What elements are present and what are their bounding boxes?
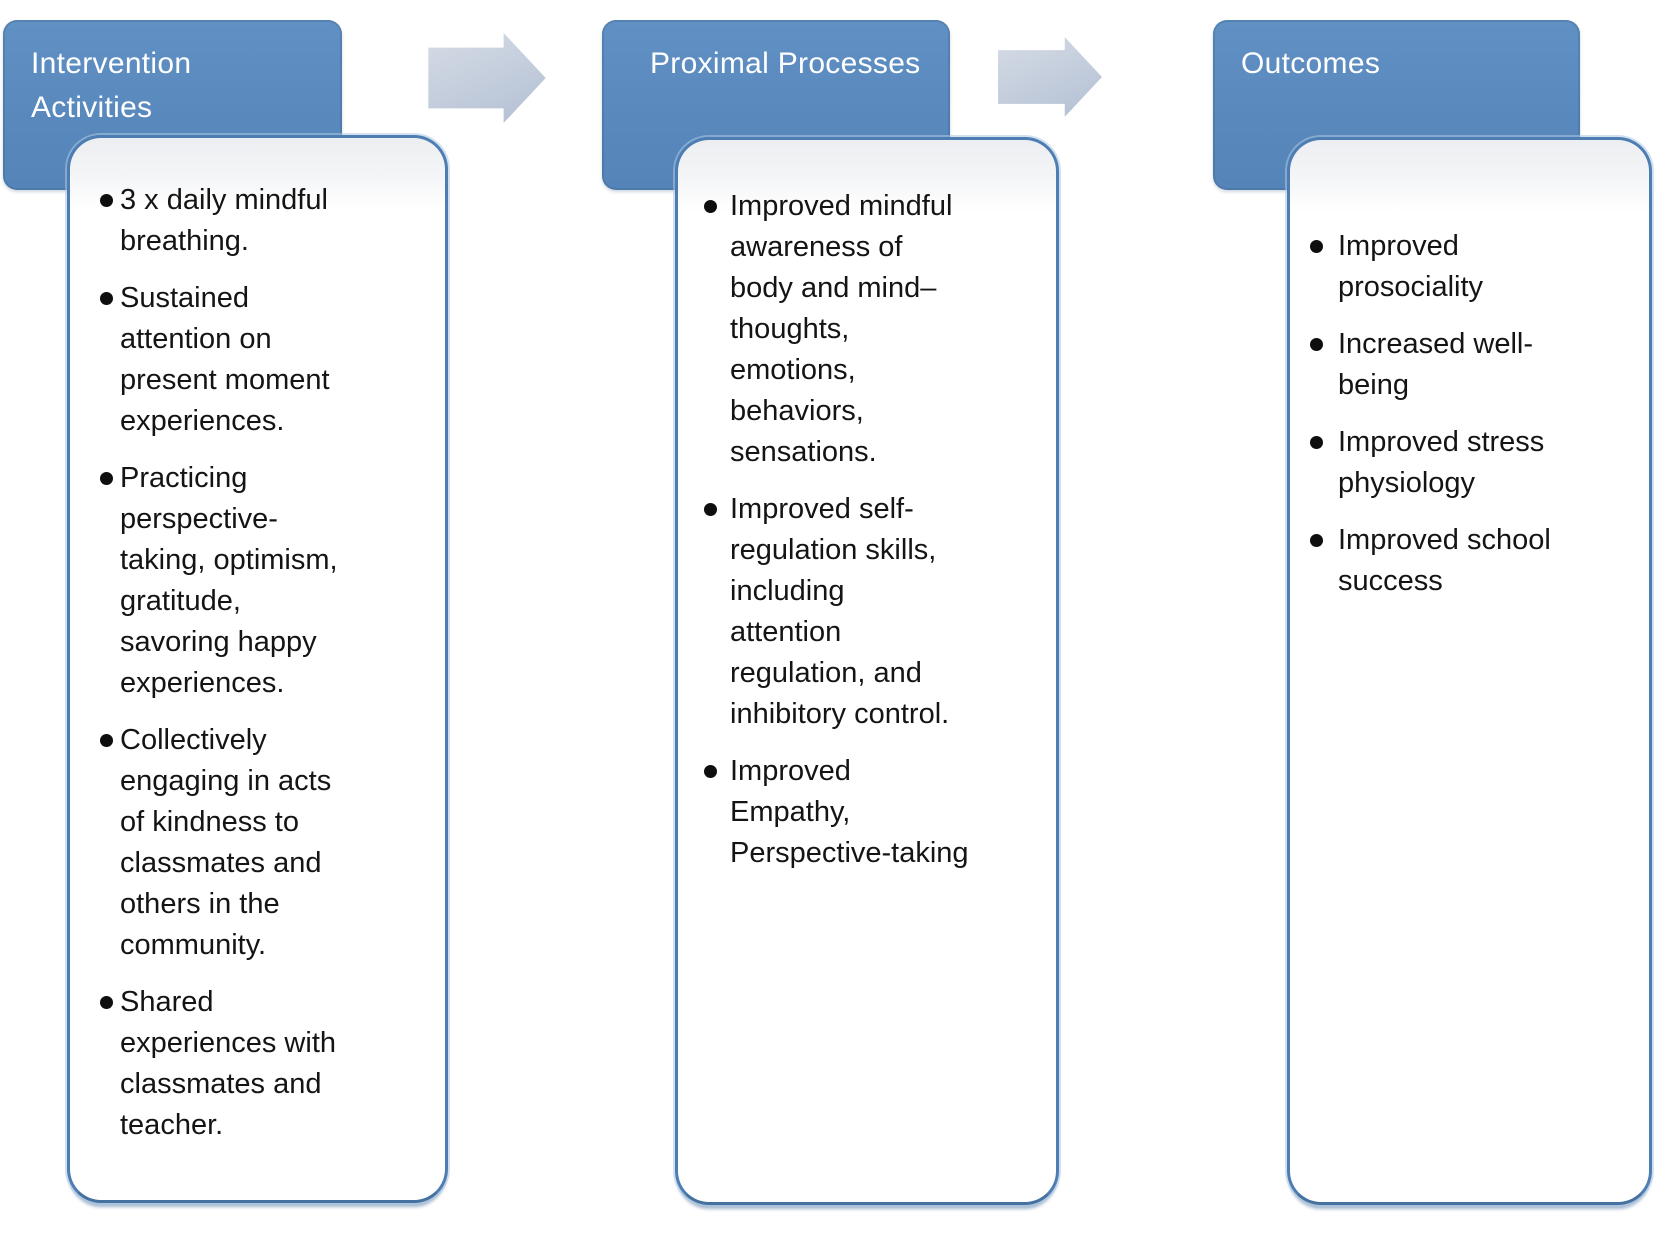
- bullet-item: Improved self- regulation skills, includ…: [704, 489, 1018, 735]
- bullet-item: 3 x daily mindful breathing.: [100, 180, 401, 262]
- column-content-box: Improved mindful awareness of body and m…: [675, 137, 1059, 1205]
- bullet-dot-icon: [704, 765, 717, 778]
- bullet-text: Improved mindful awareness of body and m…: [730, 190, 953, 468]
- column-content-box: 3 x daily mindful breathing. Sustained a…: [67, 135, 448, 1203]
- bullet-item: Improved school success: [1310, 520, 1613, 602]
- bullet-dot-icon: [1310, 436, 1323, 449]
- bullet-dot-icon: [100, 996, 113, 1009]
- bullet-text: Collectively engaging in acts of kindnes…: [120, 724, 332, 961]
- bullet-dot-icon: [704, 503, 717, 516]
- bullet-dot-icon: [100, 194, 113, 207]
- arrow-right-icon: [428, 33, 546, 123]
- bullet-item: Sustained attention on present moment ex…: [100, 278, 401, 442]
- bullet-text: Increased well- being: [1338, 328, 1534, 401]
- bullet-dot-icon: [100, 472, 113, 485]
- bullet-text: 3 x daily mindful breathing.: [120, 184, 328, 257]
- bullet-item: Practicing perspective- taking, optimism…: [100, 458, 401, 704]
- bullet-list: Improved prosociality Increased well- be…: [1290, 140, 1649, 602]
- bullet-item: Improved prosociality: [1310, 226, 1613, 308]
- bullet-dot-icon: [1310, 534, 1323, 547]
- column-title: Outcomes: [1241, 47, 1381, 80]
- bullet-text: Improved Empathy, Perspective-taking: [730, 755, 969, 869]
- bullet-item: Improved stress physiology: [1310, 422, 1613, 504]
- bullet-dot-icon: [100, 292, 113, 305]
- bullet-dot-icon: [100, 734, 113, 747]
- bullet-list: Improved mindful awareness of body and m…: [678, 140, 1056, 874]
- bullet-text: Sustained attention on present moment ex…: [120, 282, 330, 437]
- bullet-item: Improved mindful awareness of body and m…: [704, 186, 1018, 473]
- bullet-item: Collectively engaging in acts of kindnes…: [100, 720, 401, 966]
- column-content-box: Improved prosociality Increased well- be…: [1287, 137, 1652, 1205]
- bullet-item: Shared experiences with classmates and t…: [100, 982, 401, 1146]
- column-title: Proximal Processes: [650, 47, 921, 80]
- bullet-text: Practicing perspective- taking, optimism…: [120, 462, 338, 699]
- bullet-item: Improved Empathy, Perspective-taking: [704, 751, 1018, 874]
- bullet-item: Increased well- being: [1310, 324, 1613, 406]
- arrow-right-icon: [998, 37, 1102, 117]
- bullet-list: 3 x daily mindful breathing. Sustained a…: [70, 138, 445, 1146]
- bullet-text: Improved stress physiology: [1338, 426, 1545, 499]
- bullet-text: Shared experiences with classmates and t…: [120, 986, 336, 1141]
- bullet-text: Improved self- regulation skills, includ…: [730, 493, 950, 730]
- bullet-dot-icon: [1310, 338, 1323, 351]
- bullet-text: Improved school success: [1338, 524, 1551, 597]
- column-title: Intervention Activities: [31, 47, 192, 124]
- bullet-dot-icon: [1310, 240, 1323, 253]
- bullet-dot-icon: [704, 200, 717, 213]
- bullet-text: Improved prosociality: [1338, 230, 1484, 303]
